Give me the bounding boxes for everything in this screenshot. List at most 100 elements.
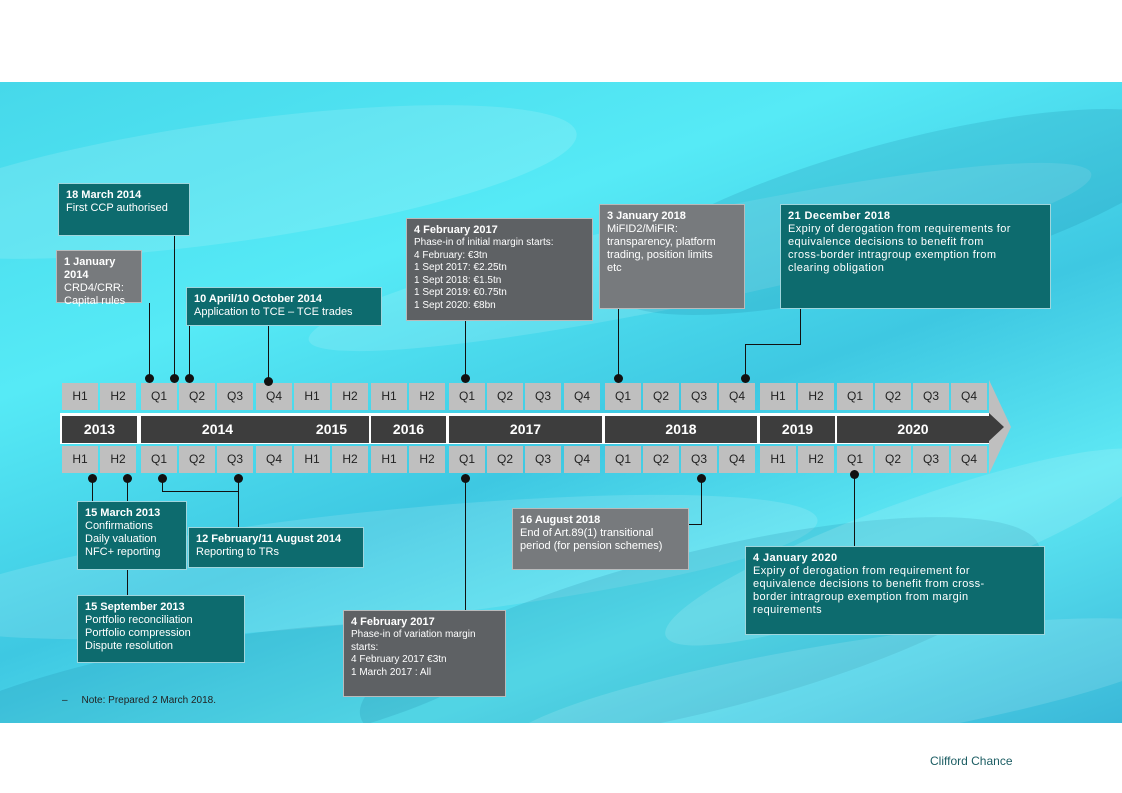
event-dot bbox=[87, 473, 97, 483]
event-description-line: 1 March 2017 : All bbox=[351, 666, 432, 678]
timeline-arrow-head bbox=[989, 380, 1011, 474]
year-label-2019: 2019 bbox=[760, 416, 835, 443]
event-description-line: trading, position limits bbox=[607, 249, 713, 261]
event-description-line: clearing obligation bbox=[788, 262, 885, 274]
year-label-2013: 2013 bbox=[62, 416, 137, 443]
event-description-line: MiFID2/MiFIR: bbox=[607, 223, 678, 235]
bottom-period-cell: Q1 bbox=[449, 446, 485, 473]
event-description-line: Confirmations bbox=[85, 520, 153, 532]
bottom-period-cell: Q3 bbox=[913, 446, 949, 473]
bottom-period-cell: H1 bbox=[760, 446, 796, 473]
event-description-line: border intragroup exemption from margin bbox=[753, 591, 969, 603]
event-date: 4 February 2017 bbox=[351, 616, 435, 628]
event-date: 10 April/10 October 2014 bbox=[194, 293, 322, 305]
event-description-line: End of Art.89(1) transitional bbox=[520, 527, 654, 539]
event-dot bbox=[696, 473, 706, 483]
top-period-cell: Q2 bbox=[643, 383, 679, 410]
top-period-cell: Q3 bbox=[217, 383, 253, 410]
top-period-cell: Q1 bbox=[449, 383, 485, 410]
footnote: – Note: Prepared 2 March 2018. bbox=[62, 695, 216, 706]
event-description-line: 4 February 2017 €3tn bbox=[351, 654, 447, 665]
event-description-line: Expiry of derogation from requirement fo… bbox=[753, 565, 970, 577]
top-period-cell: Q1 bbox=[605, 383, 641, 410]
year-label-2015: 2015 bbox=[294, 416, 369, 443]
top-period-cell: Q2 bbox=[875, 383, 911, 410]
bottom-period-cell: Q2 bbox=[487, 446, 523, 473]
event-subtitle: Phase-in of variation margin starts: bbox=[351, 629, 476, 653]
top-period-cell: H2 bbox=[409, 383, 445, 410]
event-dot bbox=[122, 473, 132, 483]
event-description-line: requirements bbox=[753, 604, 822, 616]
event-dot bbox=[460, 473, 470, 483]
bottom-period-cell: Q2 bbox=[179, 446, 215, 473]
bottom-period-cell: Q4 bbox=[564, 446, 600, 473]
top-period-cell: H1 bbox=[371, 383, 407, 410]
event-description-line: Dispute resolution bbox=[85, 640, 174, 652]
bottom-period-cell: Q2 bbox=[875, 446, 911, 473]
bottom-period-cell: Q4 bbox=[256, 446, 292, 473]
event-dot bbox=[263, 376, 273, 386]
event-description-line: NFC+ reporting bbox=[85, 546, 161, 558]
event-date: 16 August 2018 bbox=[520, 514, 601, 526]
event-description-line: equivalence decisions to benefit from bbox=[788, 236, 984, 248]
year-label-2017: 2017 bbox=[449, 416, 602, 443]
top-period-cell: H2 bbox=[100, 383, 136, 410]
bottom-period-cell: H2 bbox=[798, 446, 834, 473]
top-period-cell: Q4 bbox=[719, 383, 755, 410]
event-description-line: First CCP authorised bbox=[66, 202, 168, 214]
bottom-period-cell: Q2 bbox=[643, 446, 679, 473]
top-period-cell: Q4 bbox=[564, 383, 600, 410]
event-description-line: Capital rules bbox=[64, 295, 126, 307]
bottom-period-cell: H2 bbox=[100, 446, 136, 473]
event-dot bbox=[740, 373, 750, 383]
top-period-cell: Q2 bbox=[179, 383, 215, 410]
top-period-cell: Q2 bbox=[487, 383, 523, 410]
event-description-line: CRD4/CRR: bbox=[64, 282, 124, 294]
event-dot bbox=[144, 373, 154, 383]
bottom-period-cell: Q1 bbox=[837, 446, 873, 473]
event-date: 1 January 2014 bbox=[64, 256, 116, 281]
top-period-cell: Q1 bbox=[141, 383, 177, 410]
event-date: 4 February 2017 bbox=[414, 224, 498, 236]
event-dot bbox=[460, 373, 470, 383]
top-period-cell: Q3 bbox=[913, 383, 949, 410]
bottom-period-cell: H2 bbox=[409, 446, 445, 473]
event-description-line: Expiry of derogation from requirements f… bbox=[788, 223, 1011, 235]
bottom-period-cell: Q3 bbox=[217, 446, 253, 473]
event-description-line: cross-border intragroup exemption from bbox=[788, 249, 997, 261]
top-period-cell: Q1 bbox=[837, 383, 873, 410]
event-description-line: Daily valuation bbox=[85, 533, 157, 545]
year-label-2014: 2014 bbox=[141, 416, 294, 443]
year-label-2018: 2018 bbox=[605, 416, 757, 443]
event-description-line: 1 Sept 2018: €1.5tn bbox=[414, 274, 502, 286]
event-dot bbox=[184, 373, 194, 383]
top-period-cell: Q3 bbox=[525, 383, 561, 410]
event-description-line: 1 Sept 2017: €2.25tn bbox=[414, 262, 507, 273]
event-description-line: 1 Sept 2019: €0.75tn bbox=[414, 287, 507, 298]
event-description-line: transparency, platform bbox=[607, 236, 716, 248]
year-label-2016: 2016 bbox=[371, 416, 446, 443]
bottom-period-cell: Q4 bbox=[951, 446, 987, 473]
bottom-period-cell: H1 bbox=[294, 446, 330, 473]
event-date: 15 September 2013 bbox=[85, 601, 185, 613]
top-period-cell: H1 bbox=[760, 383, 796, 410]
bottom-period-cell: H1 bbox=[371, 446, 407, 473]
bottom-period-cell: Q1 bbox=[141, 446, 177, 473]
bottom-period-cell: H1 bbox=[62, 446, 98, 473]
event-date: 4 January 2020 bbox=[753, 552, 838, 564]
event-date: 12 February/11 August 2014 bbox=[196, 533, 342, 545]
event-dot bbox=[157, 473, 167, 483]
event-subtitle: Phase-in of initial margin starts: bbox=[414, 237, 554, 248]
event-date: 21 December 2018 bbox=[788, 210, 891, 222]
top-period-cell: Q4 bbox=[256, 383, 292, 410]
event-dot bbox=[613, 373, 623, 383]
bottom-period-cell: Q4 bbox=[719, 446, 755, 473]
